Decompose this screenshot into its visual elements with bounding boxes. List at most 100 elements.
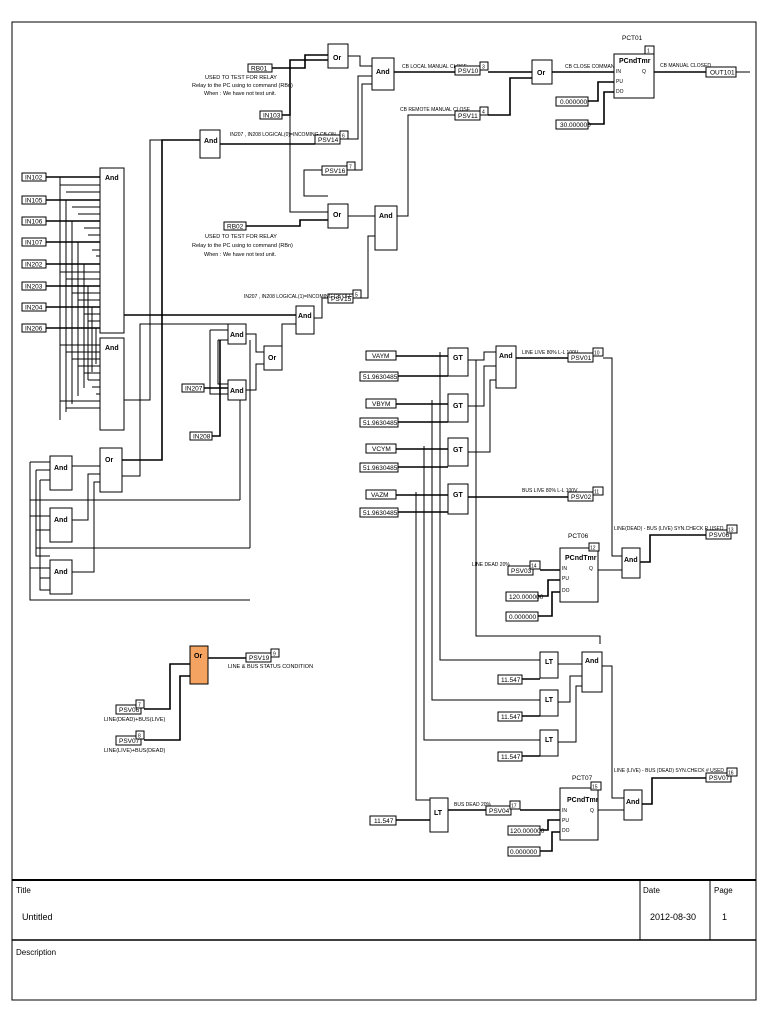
- svg-text:PSV04: PSV04: [489, 808, 510, 815]
- svg-text:CB LOCAL MANUAL CLOSE: CB LOCAL MANUAL CLOSE: [402, 64, 468, 70]
- psv06-tag: [705, 529, 732, 540]
- svg-text:IN102: IN102: [25, 175, 43, 182]
- and-gate: [99, 167, 125, 334]
- svg-text:16: 16: [728, 771, 734, 777]
- gt-comparator: [447, 483, 469, 515]
- svg-text:And: And: [54, 517, 68, 524]
- or-gate: [99, 447, 123, 493]
- pct01-timer: [613, 53, 655, 99]
- svg-text:30.000000: 30.000000: [560, 122, 591, 129]
- input-tag: IN206: [21, 323, 47, 333]
- psv07-tag: [705, 772, 732, 783]
- svg-text:4: 4: [482, 110, 485, 116]
- svg-text:PSV03: PSV03: [511, 568, 532, 575]
- svg-text:VCYM: VCYM: [372, 446, 391, 453]
- svg-text:11.547: 11.547: [501, 677, 521, 684]
- svg-text:10: 10: [594, 351, 600, 357]
- svg-text:PSV10: PSV10: [458, 68, 479, 75]
- svg-text:12: 12: [590, 546, 596, 552]
- lt-comparator: [429, 797, 449, 833]
- svg-text:IN207 , IN208 LOGICAL(1)=INCOM: IN207 , IN208 LOGICAL(1)=INCOMING CB OFF: [244, 294, 352, 300]
- svg-text:51.9630485: 51.9630485: [363, 465, 398, 472]
- svg-text:PSV02: PSV02: [571, 494, 592, 501]
- and-gate: [374, 205, 398, 251]
- svg-text:PCndTmr: PCndTmr: [565, 555, 597, 562]
- title-value: Untitled: [22, 912, 53, 922]
- svg-text:LINE(DEAD) - BUS (LIVE) SYN.CH: LINE(DEAD) - BUS (LIVE) SYN.CHECK R.USED: [614, 526, 724, 532]
- psv04-tag: [485, 805, 512, 816]
- svg-text:And: And: [105, 345, 119, 352]
- svg-text:13: 13: [728, 528, 734, 534]
- svg-text:IN: IN: [616, 69, 621, 75]
- svg-text:And: And: [626, 799, 640, 806]
- svg-text:PSV07: PSV07: [119, 738, 140, 745]
- or-gate-highlight: [189, 645, 209, 685]
- svg-text:Relay to the PC using to comma: Relay to the PC using to command (RBn): [192, 243, 293, 249]
- svg-text:0.000000: 0.000000: [510, 849, 537, 856]
- svg-text:PU: PU: [562, 576, 569, 582]
- svg-text:LT: LT: [434, 810, 443, 817]
- svg-text:BUS LIVE 80% L-L 100V: BUS LIVE 80% L-L 100V: [522, 488, 578, 494]
- svg-text:RB01: RB01: [251, 66, 268, 73]
- svg-text:1: 1: [647, 49, 650, 55]
- svg-text:PU: PU: [562, 818, 569, 824]
- svg-text:IN103: IN103: [263, 113, 281, 120]
- svg-text:0.000000: 0.000000: [509, 614, 536, 621]
- svg-text:120.000000: 120.000000: [510, 828, 545, 835]
- svg-text:PSV15: PSV15: [331, 296, 352, 303]
- input-tag: IN102: [21, 172, 47, 182]
- input-tag: IN105: [21, 195, 47, 205]
- svg-text:BUS DEAD 20%: BUS DEAD 20%: [454, 802, 492, 808]
- svg-text:PSV01: PSV01: [571, 355, 592, 362]
- svg-text:14: 14: [531, 564, 537, 570]
- svg-text:IN208: IN208: [193, 434, 211, 441]
- svg-text:PSV14: PSV14: [318, 137, 339, 144]
- sync-check-logic: VAYM 51.9630485 GT VBYM 51.9630485 GT VC…: [359, 345, 738, 857]
- svg-text:IN202: IN202: [25, 262, 43, 269]
- svg-text:IN207 , IN208 LOGICAL(0)=INCOM: IN207 , IN208 LOGICAL(0)=INCOMING CB ON: [230, 132, 336, 138]
- svg-text:IN107: IN107: [25, 240, 43, 247]
- svg-text:Q: Q: [642, 69, 646, 75]
- input-tag: IN204: [21, 302, 47, 312]
- svg-text:PCndTmr: PCndTmr: [619, 58, 651, 65]
- svg-text:VAYM: VAYM: [372, 353, 389, 360]
- svg-text:IN207: IN207: [185, 386, 203, 393]
- and-gate: [581, 651, 603, 693]
- svg-text:And: And: [54, 569, 68, 576]
- svg-text:DO: DO: [616, 89, 624, 95]
- sheet-border: [11, 21, 757, 1001]
- svg-text:51.9630485: 51.9630485: [363, 510, 398, 517]
- svg-text:PSV16: PSV16: [325, 168, 346, 175]
- svg-text:11.547: 11.547: [374, 818, 394, 825]
- svg-text:Or: Or: [268, 355, 276, 362]
- svg-text:And: And: [298, 313, 312, 320]
- psv01-tag: [567, 352, 594, 363]
- and-gate: [623, 789, 643, 821]
- svg-text:6: 6: [342, 134, 345, 140]
- svg-text:LT: LT: [545, 737, 554, 744]
- date-label: Date: [643, 886, 660, 895]
- svg-text:120.000000: 120.000000: [509, 594, 544, 601]
- svg-text:VBYM: VBYM: [372, 401, 390, 408]
- svg-text:Relay to the PC using to comma: Relay to the PC using to command (RBn): [192, 83, 293, 89]
- svg-text:And: And: [230, 332, 244, 339]
- and-gate: [495, 345, 517, 389]
- svg-text:IN204: IN204: [25, 305, 43, 312]
- and-gate: [99, 337, 125, 431]
- svg-text:DO: DO: [562, 588, 570, 594]
- svg-text:LINE(DEAD)+BUS(LIVE): LINE(DEAD)+BUS(LIVE): [104, 717, 165, 723]
- cb-close-logic: RB01 USED TO TEST FOR RELAY Relay to the…: [192, 35, 750, 304]
- svg-text:LINE DEAD 20%: LINE DEAD 20%: [472, 562, 510, 568]
- svg-text:LT: LT: [545, 659, 554, 666]
- svg-text:7: 7: [349, 165, 352, 171]
- svg-text:Or: Or: [194, 653, 202, 660]
- psv06-input: [115, 704, 142, 715]
- svg-text:51.9630485: 51.9630485: [363, 374, 398, 381]
- svg-text:And: And: [585, 658, 599, 665]
- svg-text:USED TO TEST FOR RELAY: USED TO TEST FOR RELAY: [205, 234, 277, 240]
- svg-text:And: And: [624, 557, 638, 564]
- title-block: Title Untitled Date 2012-08-30 Page 1 De…: [12, 879, 756, 957]
- svg-text:PCT06: PCT06: [568, 533, 589, 540]
- lt-comparator: [539, 729, 559, 757]
- description-label: Description: [16, 948, 56, 957]
